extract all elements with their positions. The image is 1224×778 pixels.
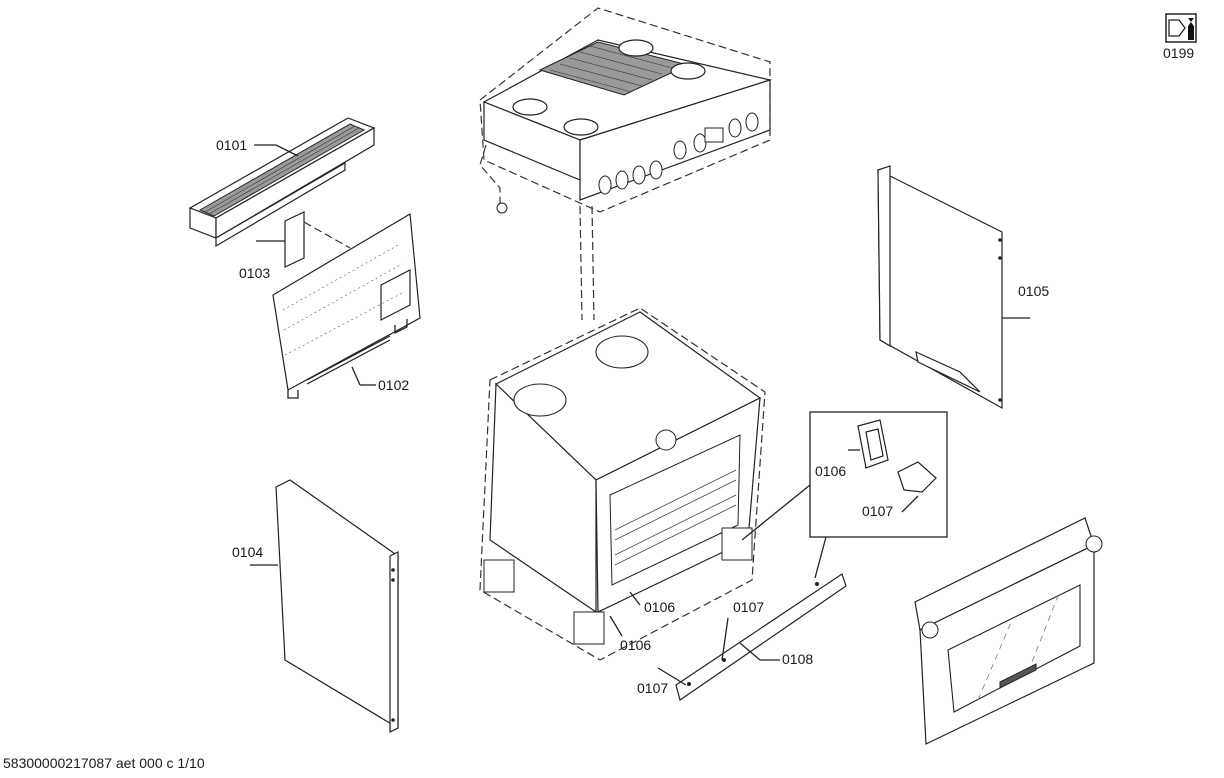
label-0105: 0105 bbox=[1018, 283, 1049, 299]
detail-box bbox=[809, 411, 948, 538]
label-0102: 0102 bbox=[378, 377, 409, 393]
part-0101-vent-trim bbox=[188, 117, 376, 248]
label-0106-b: 0106 bbox=[620, 637, 651, 653]
part-0108-strip bbox=[675, 573, 847, 701]
label-0199: 0199 bbox=[1163, 45, 1194, 61]
label-0108: 0108 bbox=[782, 651, 813, 667]
label-0107-b: 0107 bbox=[637, 680, 668, 696]
service-wrench-icon bbox=[1165, 13, 1197, 43]
label-0107-detail: 0107 bbox=[862, 503, 893, 519]
label-0107-a: 0107 bbox=[733, 599, 764, 615]
label-0106-a: 0106 bbox=[644, 599, 675, 615]
part-0104-side-panel bbox=[275, 479, 399, 733]
part-0102-back-panel bbox=[272, 213, 421, 399]
part-oven-body bbox=[483, 311, 762, 645]
label-0101: 0101 bbox=[216, 137, 247, 153]
label-0103: 0103 bbox=[239, 265, 270, 281]
part-0105-side-panel bbox=[877, 165, 1003, 410]
footer-code: 58300000217087 aet 000 c 1/10 bbox=[3, 755, 205, 771]
label-0104: 0104 bbox=[232, 544, 263, 560]
part-oven-door bbox=[914, 517, 1103, 745]
part-cooktop bbox=[482, 39, 773, 201]
part-0103-plate bbox=[284, 211, 305, 268]
label-0106-detail: 0106 bbox=[815, 463, 846, 479]
